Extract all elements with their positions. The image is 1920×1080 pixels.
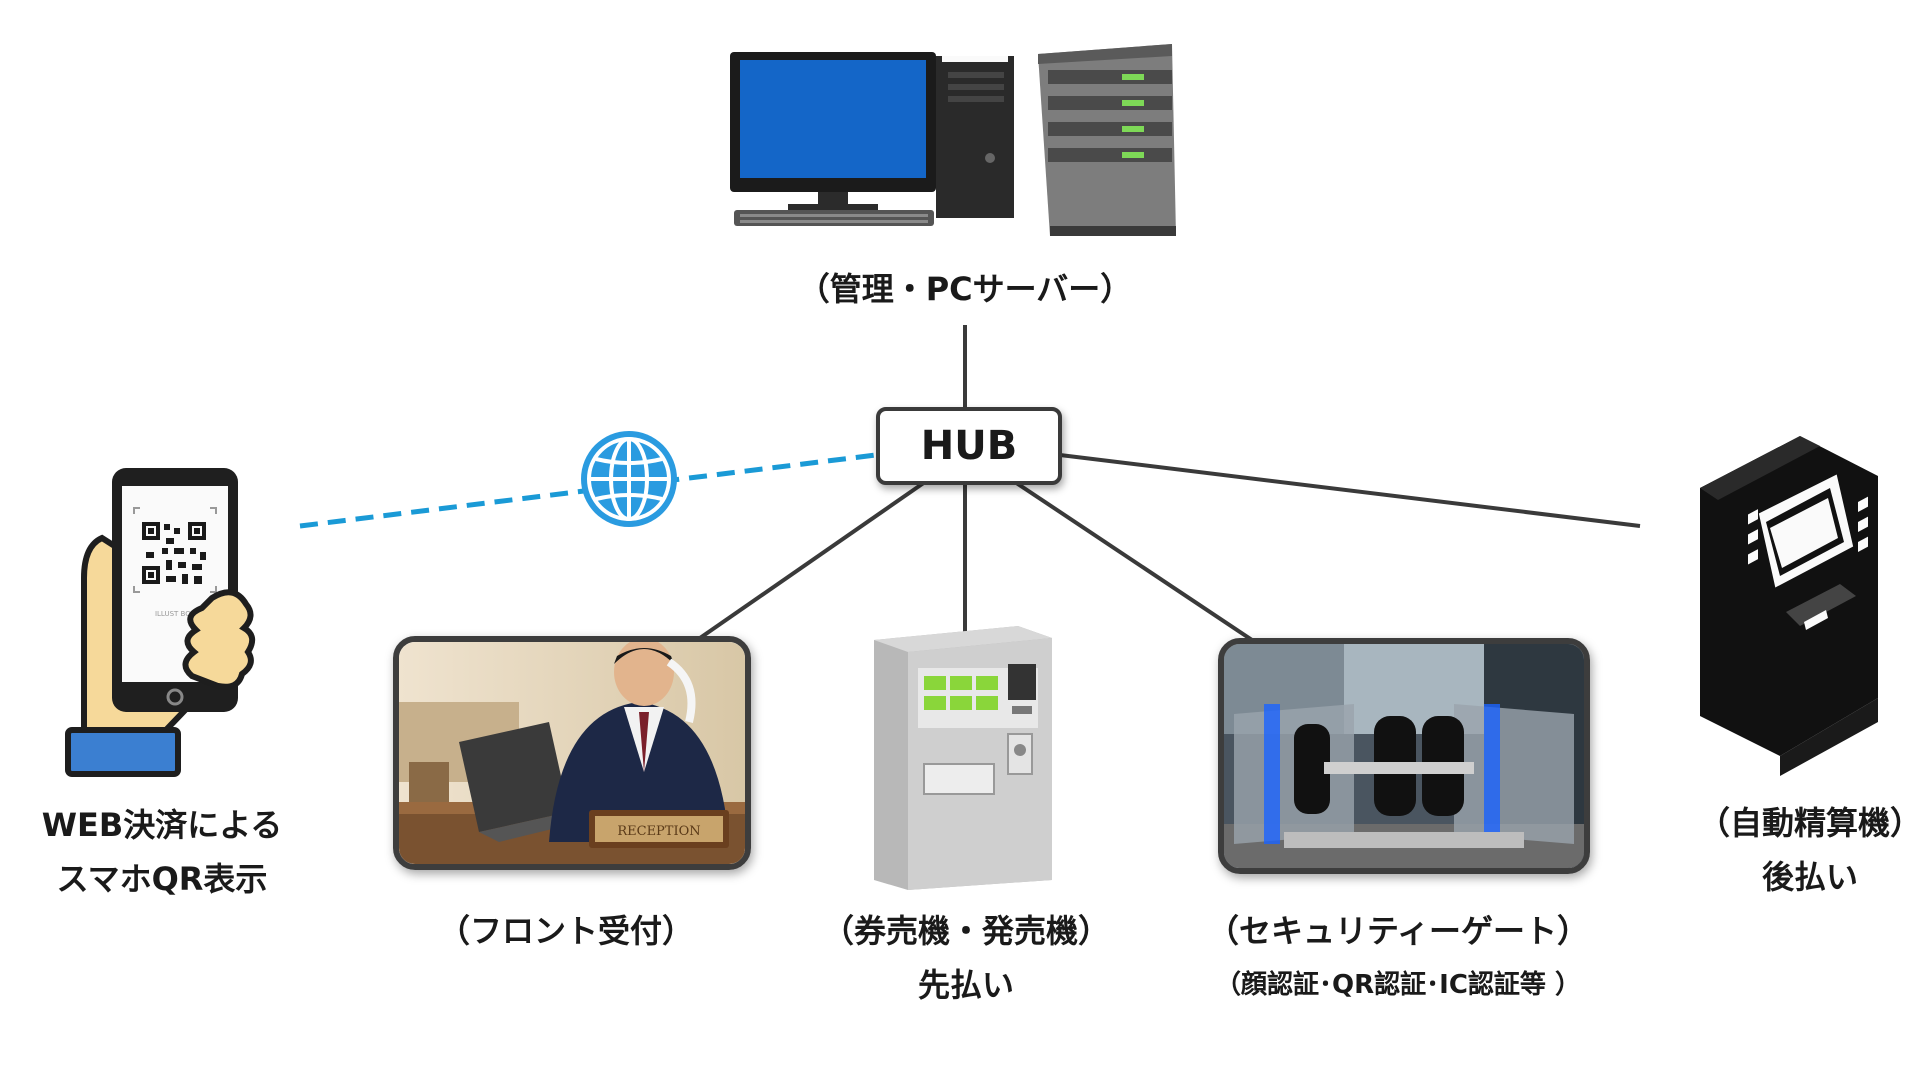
hub-gate-line xyxy=(1013,480,1257,644)
ticket-machine-icon xyxy=(874,626,1052,890)
smartphone-label: WEB決済による スマホQR表示 xyxy=(42,798,283,906)
qr-caption: ILLUST BOX xyxy=(155,610,195,618)
desktop-pc-icon xyxy=(730,52,1014,226)
ticket-label-line1: （券売機・発売機） xyxy=(821,912,1111,950)
hub-box: HUB xyxy=(876,407,1062,485)
gate-label: （セキュリティーゲート） （顔認証･QR認証･IC認証等 ） xyxy=(1207,904,1589,1012)
smartphone-qr-icon: ILLUST BOX xyxy=(65,468,274,777)
front-label: （フロント受付） xyxy=(438,904,694,958)
gate-label-line1: （セキュリティーゲート） xyxy=(1206,912,1590,950)
kiosk-label-line2: 後払い xyxy=(1761,858,1859,896)
gate-label-line2: （顔認証･QR認証･IC認証等 ） xyxy=(1215,970,1581,1000)
hub-front-line xyxy=(698,480,927,640)
front-label-line1: （フロント受付） xyxy=(437,912,695,950)
server-label: （管理・PCサーバー） xyxy=(798,262,1133,316)
ticket-label: （券売機・発売機） 先払い xyxy=(822,904,1110,1012)
smartphone-label-line1: WEB決済による xyxy=(41,806,283,844)
reception-sign-text: RECEPTION xyxy=(617,824,700,839)
front-reception-photo: RECEPTION xyxy=(393,636,751,870)
ticket-label-line2: 先払い xyxy=(917,966,1015,1004)
server-tower-icon xyxy=(1038,44,1176,236)
globe-icon xyxy=(581,431,677,527)
smartphone-label-line2: スマホQR表示 xyxy=(56,860,268,898)
kiosk-label: （自動精算機） 後払い xyxy=(1698,796,1920,904)
kiosk-label-line1: （自動精算機） xyxy=(1697,804,1920,842)
security-gate-photo xyxy=(1218,638,1590,874)
payment-kiosk-icon xyxy=(1700,436,1878,776)
hub-kiosk-line xyxy=(1059,453,1641,528)
server-label-line1: （管理・PCサーバー） xyxy=(797,270,1133,308)
hub-label: HUB xyxy=(920,423,1018,469)
